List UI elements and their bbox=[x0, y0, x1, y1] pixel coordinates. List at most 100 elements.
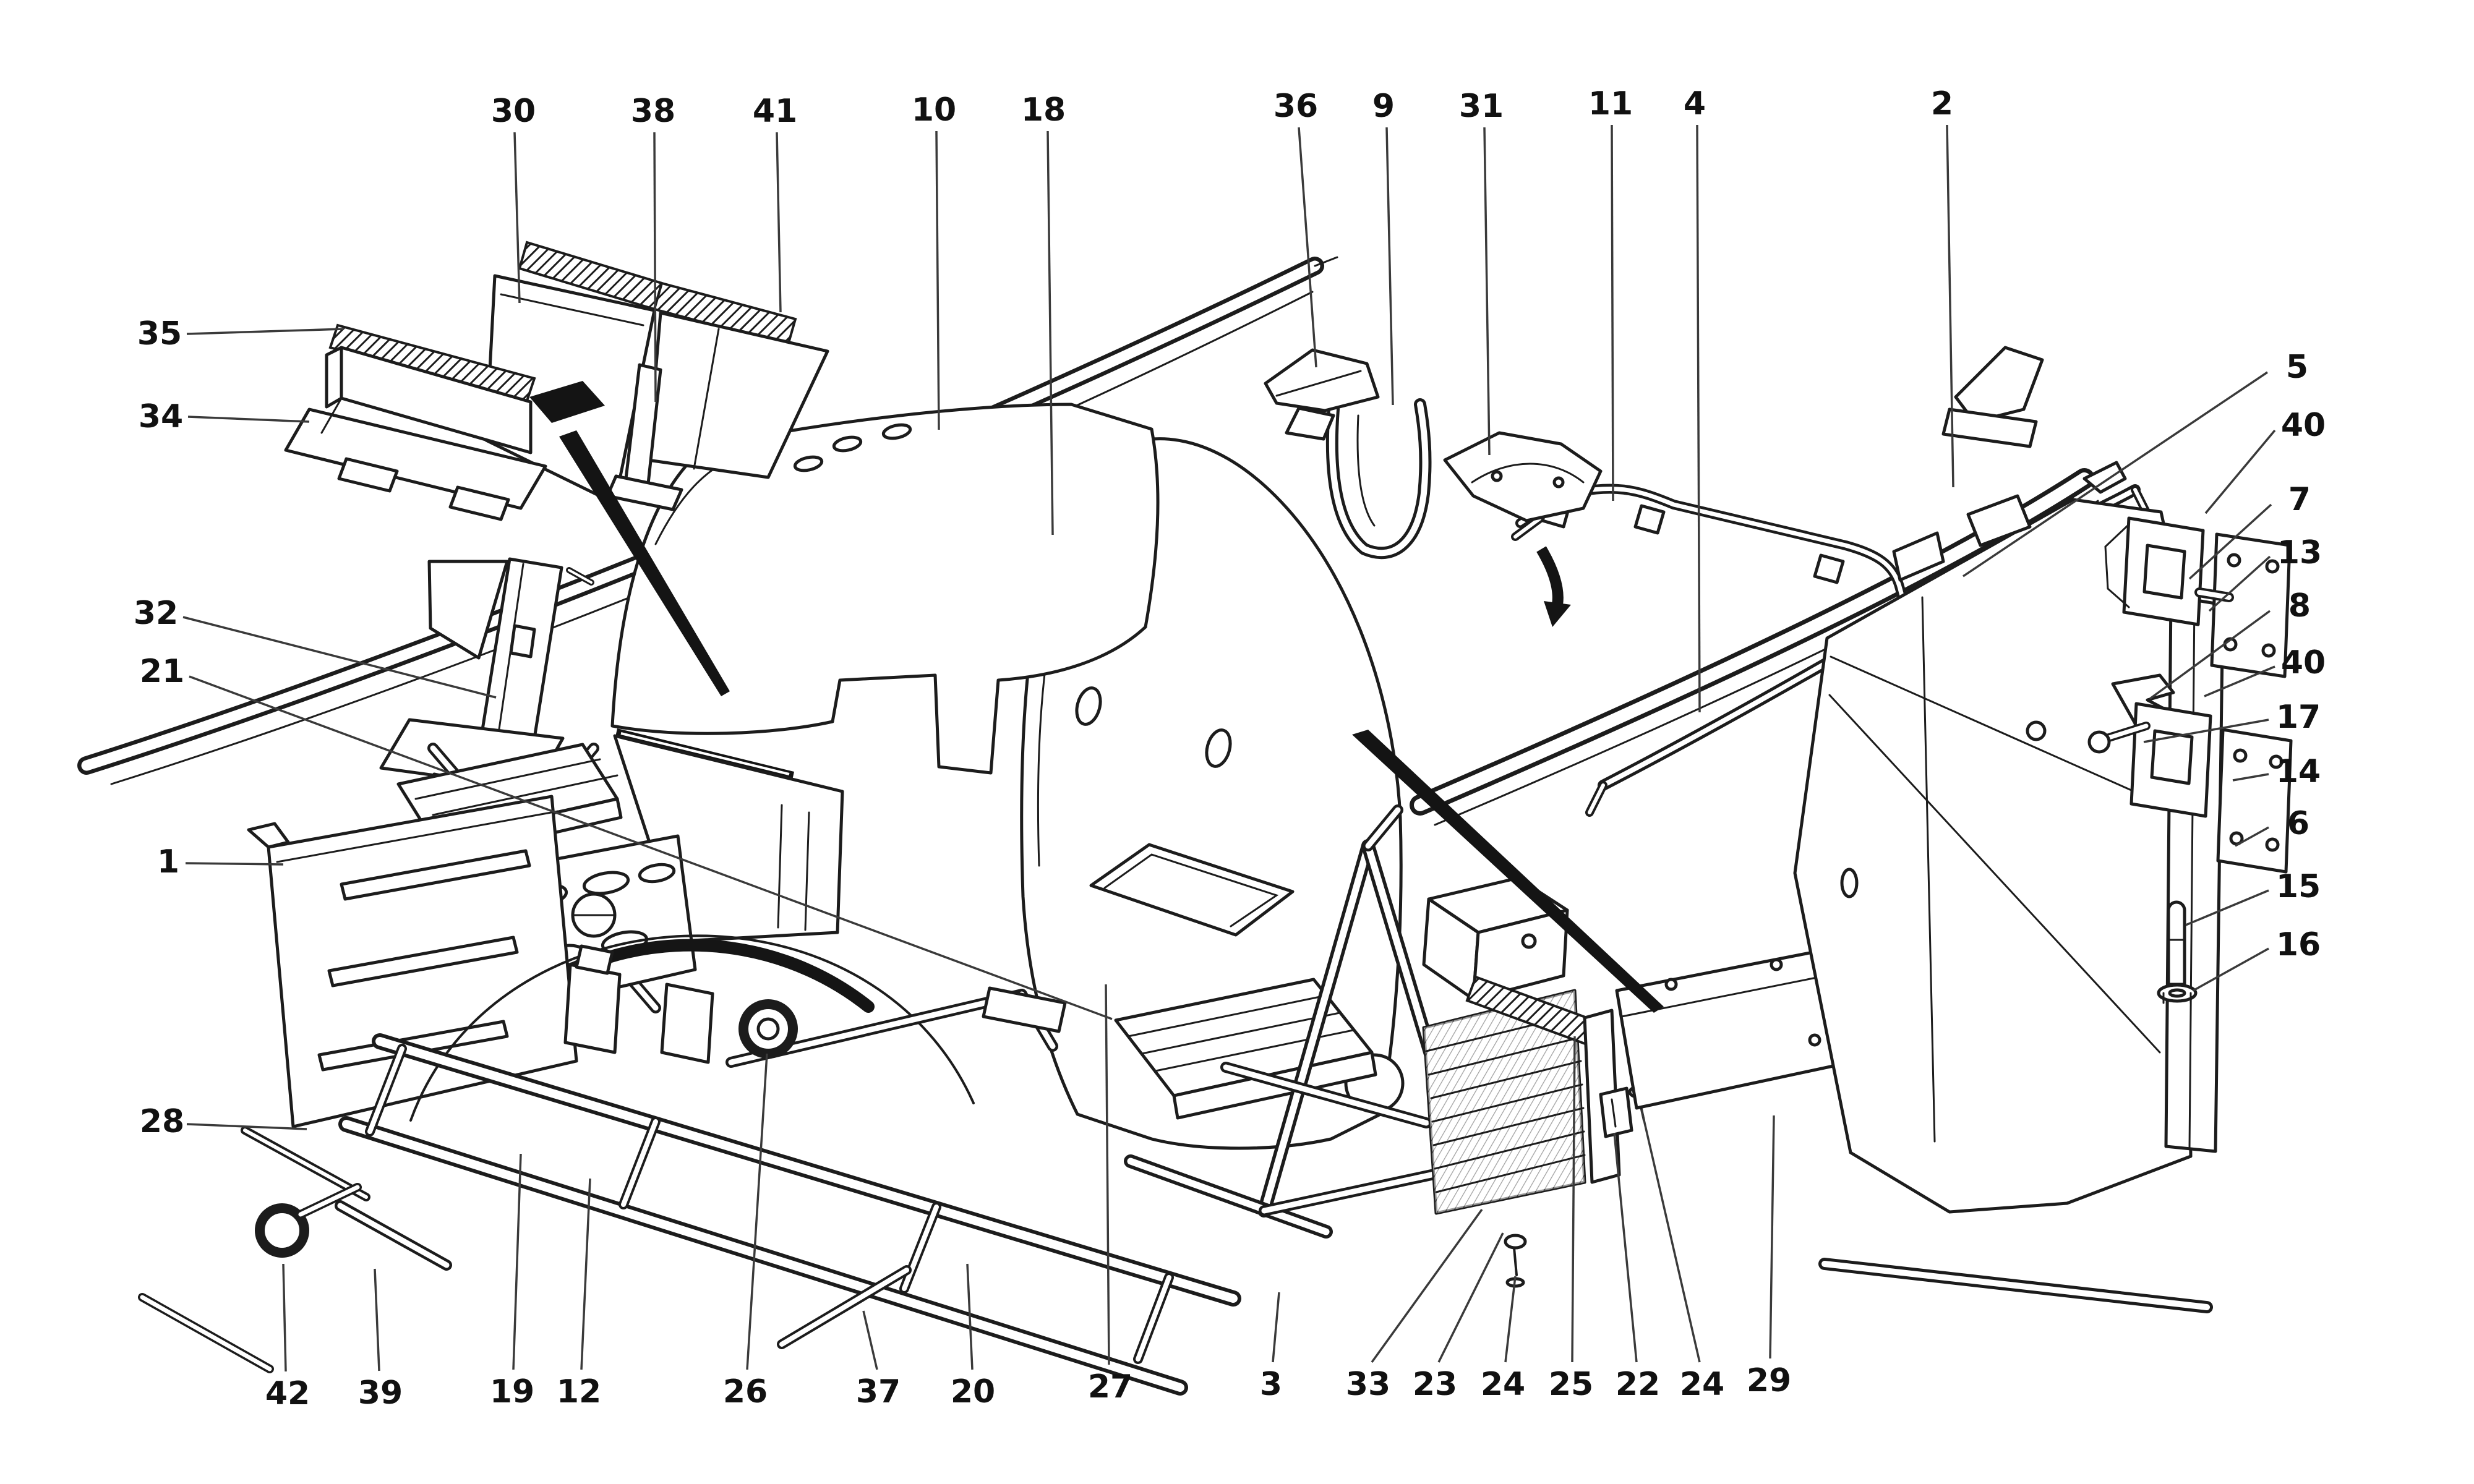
callout-label-40-18[interactable]: 40 bbox=[2281, 407, 2326, 444]
callout-label-39-29[interactable]: 39 bbox=[358, 1375, 403, 1412]
callout-label-2-10[interactable]: 2 bbox=[1931, 85, 1953, 122]
callout-leader-31-7 bbox=[1483, 127, 1491, 456]
callout-label-25-40[interactable]: 25 bbox=[1549, 1366, 1593, 1403]
callout-label-28-16[interactable]: 28 bbox=[140, 1103, 184, 1140]
side-panel bbox=[247, 795, 578, 1128]
callout-label-22-41[interactable]: 22 bbox=[1616, 1366, 1660, 1403]
callout-leader-5-17 bbox=[1963, 371, 2268, 578]
callout-leader-20-34 bbox=[966, 1263, 974, 1370]
callout-leader-37-33 bbox=[862, 1310, 878, 1370]
callout-label-27-35[interactable]: 27 bbox=[1088, 1368, 1132, 1405]
callout-label-36-5[interactable]: 36 bbox=[1273, 88, 1318, 125]
callout-label-12-31[interactable]: 12 bbox=[557, 1373, 601, 1410]
callout-leader-17-23 bbox=[2143, 719, 2269, 743]
callout-label-17-23[interactable]: 17 bbox=[2276, 699, 2321, 736]
callout-leader-40-18 bbox=[2204, 429, 2276, 514]
sill-bracket bbox=[1941, 346, 2044, 448]
tie-rod-37 bbox=[777, 1265, 912, 1349]
callout-label-33-37[interactable]: 33 bbox=[1346, 1366, 1390, 1403]
chassis-frame bbox=[338, 934, 1241, 1396]
callout-leader-12-31 bbox=[580, 1178, 591, 1370]
parts-layer bbox=[77, 241, 2293, 1396]
callout-label-9-6[interactable]: 9 bbox=[1372, 88, 1395, 125]
washer-nut bbox=[2157, 983, 2198, 1004]
rocker-bar bbox=[1818, 1258, 2213, 1313]
callout-leader-26-32 bbox=[746, 1053, 768, 1370]
pointer-wedge-left bbox=[559, 430, 730, 696]
callout-label-11-8[interactable]: 11 bbox=[1588, 85, 1633, 122]
pointer-wedge-right bbox=[1352, 730, 1664, 1013]
callout-leader-6-25 bbox=[2235, 826, 2269, 847]
callout-leader-9-6 bbox=[1385, 127, 1394, 406]
callout-label-3-36[interactable]: 3 bbox=[1260, 1366, 1282, 1403]
tie-rod-long bbox=[138, 1293, 274, 1373]
callout-label-42-28[interactable]: 42 bbox=[265, 1375, 310, 1412]
callout-leader-19-30 bbox=[512, 1153, 522, 1370]
callout-label-24-42[interactable]: 24 bbox=[1680, 1366, 1724, 1403]
callout-label-14-24[interactable]: 14 bbox=[2276, 753, 2321, 790]
hinge-pin bbox=[2087, 722, 2151, 754]
callout-leader-16-27 bbox=[2193, 947, 2269, 992]
callout-label-34-12[interactable]: 34 bbox=[139, 398, 183, 435]
callout-leader-28-16 bbox=[186, 1123, 307, 1130]
callout-leader-13-20 bbox=[2208, 555, 2271, 612]
callout-label-32-13[interactable]: 32 bbox=[134, 595, 178, 632]
tie-rod-39 bbox=[335, 1200, 452, 1271]
callout-label-35-11[interactable]: 35 bbox=[137, 315, 182, 352]
callout-leader-24-42 bbox=[1640, 1109, 1701, 1363]
callout-label-38-1[interactable]: 38 bbox=[631, 93, 675, 130]
callout-label-15-26[interactable]: 15 bbox=[2276, 868, 2321, 905]
callout-label-1-15[interactable]: 1 bbox=[157, 843, 179, 881]
callout-leader-32-13 bbox=[182, 616, 497, 699]
callout-label-21-14[interactable]: 21 bbox=[140, 653, 184, 690]
pivot-pin bbox=[2167, 900, 2186, 986]
callout-leader-1-15 bbox=[185, 862, 284, 866]
callout-leader-21-14 bbox=[189, 675, 1113, 1020]
dashboard-cowl-panel bbox=[610, 403, 1160, 943]
callout-label-18-4[interactable]: 18 bbox=[1021, 92, 1066, 129]
callout-label-20-34[interactable]: 20 bbox=[951, 1373, 995, 1410]
callout-label-16-27[interactable]: 16 bbox=[2276, 926, 2321, 963]
callout-leader-24-39 bbox=[1504, 1276, 1517, 1363]
callout-label-37-33[interactable]: 37 bbox=[856, 1373, 901, 1410]
callout-leader-41-2 bbox=[776, 132, 782, 313]
callout-label-5-17[interactable]: 5 bbox=[2286, 349, 2308, 386]
callout-label-26-32[interactable]: 26 bbox=[723, 1373, 768, 1410]
callout-leader-40-22 bbox=[2204, 665, 2275, 697]
pointer-arrow bbox=[1536, 546, 1571, 627]
seal-stand bbox=[284, 323, 547, 521]
callout-leader-33-37 bbox=[1371, 1208, 1483, 1363]
callout-leader-38-1 bbox=[653, 132, 657, 403]
callout-label-23-38[interactable]: 23 bbox=[1413, 1366, 1457, 1403]
callout-leader-2-10 bbox=[1946, 124, 1954, 488]
hinge-plate-lower bbox=[2216, 728, 2293, 874]
callout-leader-18-4 bbox=[1047, 130, 1054, 535]
callout-leader-8-21 bbox=[2149, 610, 2271, 700]
callout-leader-4-9 bbox=[1696, 124, 1701, 713]
callout-label-8-21[interactable]: 8 bbox=[2288, 587, 2311, 625]
callout-label-41-2[interactable]: 41 bbox=[753, 93, 797, 130]
callout-leader-14-24 bbox=[2232, 773, 2269, 782]
callout-leader-30-0 bbox=[513, 132, 521, 304]
callout-label-4-9[interactable]: 4 bbox=[1684, 85, 1706, 122]
callout-label-19-30[interactable]: 19 bbox=[490, 1373, 534, 1410]
support-bracket bbox=[1264, 348, 1380, 441]
callout-label-10-3[interactable]: 10 bbox=[912, 92, 956, 129]
callout-label-24-39[interactable]: 24 bbox=[1481, 1366, 1525, 1403]
callout-label-30-0[interactable]: 30 bbox=[491, 93, 536, 130]
tie-rod-28 bbox=[241, 1126, 370, 1201]
callout-label-13-20[interactable]: 13 bbox=[2277, 534, 2322, 571]
callout-label-40-22[interactable]: 40 bbox=[2281, 644, 2326, 681]
callout-leader-27-35 bbox=[1105, 984, 1110, 1365]
callout-leader-36-5 bbox=[1298, 127, 1317, 368]
callout-label-29-43[interactable]: 29 bbox=[1747, 1362, 1791, 1399]
clamp bbox=[1599, 1086, 1633, 1138]
callout-label-31-7[interactable]: 31 bbox=[1459, 88, 1504, 125]
callout-label-6-25[interactable]: 6 bbox=[2287, 805, 2309, 842]
callout-leader-22-41 bbox=[1613, 1132, 1638, 1363]
grommet bbox=[738, 999, 798, 1059]
callout-label-7-19[interactable]: 7 bbox=[2288, 481, 2311, 518]
